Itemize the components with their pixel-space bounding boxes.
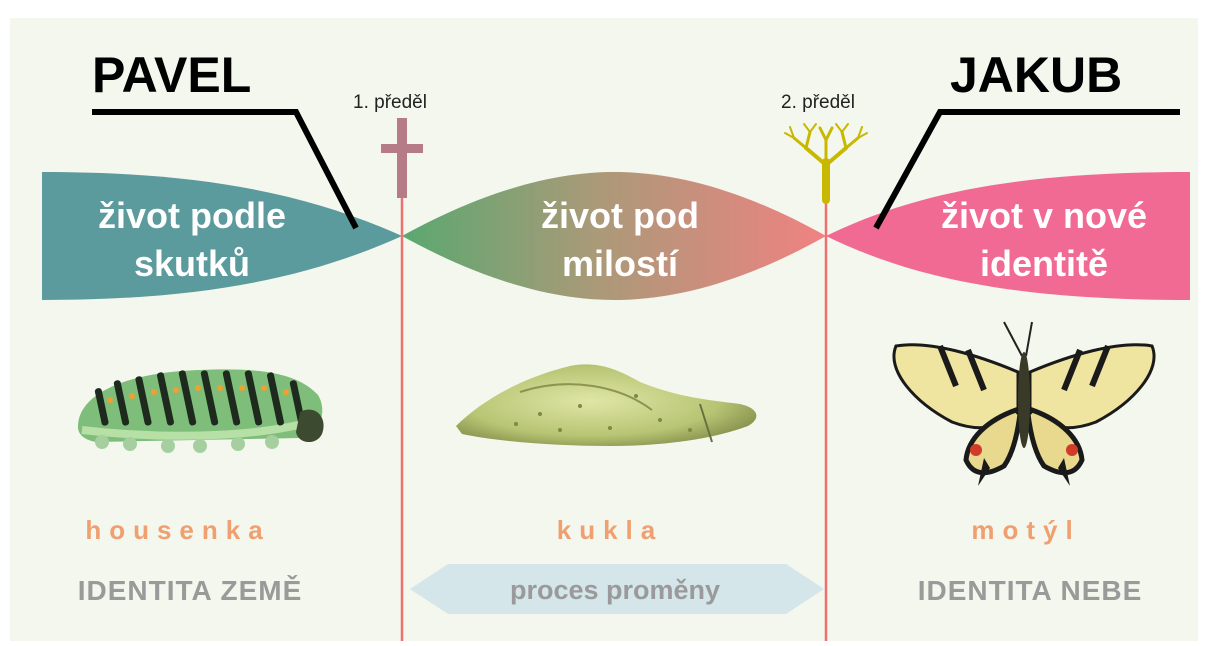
stage-label-middle: kukla (557, 515, 664, 545)
phase-left-line1: život podle (98, 195, 286, 236)
stage-label-left: housenka (85, 515, 270, 545)
phase-middle-line1: život pod (541, 195, 699, 236)
first-divider-label: 1. předěl (353, 92, 427, 113)
identity-label-right: IDENTITA NEBE (918, 575, 1143, 606)
phase-middle-line2: milostí (562, 243, 679, 284)
phase-right-line1: život v nové (941, 195, 1147, 236)
identity-label-left: IDENTITA ZEMĚ (78, 575, 303, 606)
second-divider-label: 2. předěl (781, 92, 855, 113)
left-name: PAVEL (92, 47, 251, 103)
stage-label-right: motýl (971, 515, 1080, 545)
process-label: proces proměny (510, 575, 720, 605)
phase-left-line2: skutků (134, 243, 250, 284)
phase-right-line2: identitě (980, 243, 1108, 284)
right-name: JAKUB (950, 47, 1122, 103)
